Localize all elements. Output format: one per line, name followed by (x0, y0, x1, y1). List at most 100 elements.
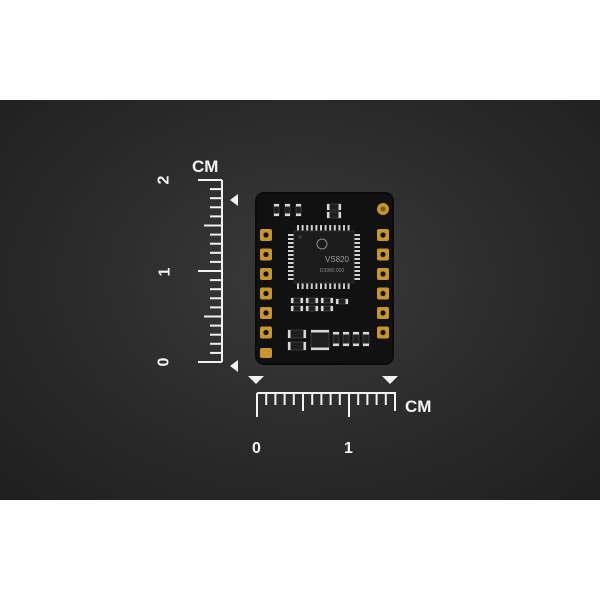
right-marker-triangle (382, 376, 398, 384)
chip-pin (333, 225, 336, 231)
horizontal-ruler-ticks (256, 392, 396, 417)
chip-pin (288, 246, 294, 248)
smd-part (326, 211, 342, 219)
smd-part (320, 297, 334, 304)
chip-pin (347, 225, 350, 231)
chip-marking-line2: D3980.000 (320, 268, 345, 274)
smd-part (290, 305, 304, 312)
pin-hole (380, 329, 386, 336)
smd-part (326, 203, 342, 211)
bottom-marker-triangle (230, 360, 238, 372)
chip-pin (354, 250, 360, 252)
chip-pin (310, 225, 313, 231)
main-chip: VS820 D3980.000 (288, 225, 360, 289)
chip-pin (338, 225, 341, 231)
chip-pin (297, 283, 299, 289)
chip-pin (288, 274, 294, 276)
pin-pad (260, 348, 272, 358)
chip-pin (315, 225, 318, 231)
smd-part (362, 331, 370, 347)
chip-pin (288, 238, 294, 240)
chip-pin (288, 250, 294, 252)
horizontal-ruler-unit: CM (405, 397, 432, 416)
chip-pin (354, 246, 360, 248)
chip-pin (288, 266, 294, 268)
chip-pin (354, 270, 360, 272)
top-marker-triangle (230, 194, 238, 206)
chip-pin (315, 283, 318, 289)
chip-marking-line1: VS820 (325, 255, 350, 264)
smd-part (310, 329, 330, 351)
chip-pin (306, 283, 309, 289)
left-marker-triangle (248, 376, 264, 384)
vertical-ruler-unit: CM (192, 157, 219, 176)
chip-pin (347, 283, 350, 289)
horizontal-ruler-label-0: 0 (252, 440, 261, 457)
chip-pin (343, 283, 345, 289)
horizontal-ruler-label-1: 1 (344, 440, 353, 457)
chip-pin (354, 238, 360, 240)
pin-hole (380, 232, 386, 238)
smd-part (320, 305, 334, 312)
smd-part (287, 341, 307, 351)
smd-part (332, 331, 340, 347)
smd-part (287, 329, 307, 339)
chip-pin (329, 225, 332, 231)
chip-pin (354, 234, 360, 236)
pin-hole (380, 271, 386, 277)
smd-part (335, 298, 349, 305)
chip-pin (329, 283, 332, 289)
chip-pin (354, 274, 360, 276)
smd-components (273, 203, 370, 351)
chip-pin (288, 270, 294, 272)
smd-part (305, 305, 319, 312)
smd-part (305, 297, 319, 304)
chip-pin (338, 283, 341, 289)
chip-pin (354, 242, 360, 244)
chip-pin (288, 242, 294, 244)
pin-hole (263, 232, 269, 238)
pin-hole (380, 290, 386, 297)
pin-hole (263, 329, 269, 336)
chip-pin (354, 266, 360, 268)
smd-part (352, 331, 360, 347)
chip-pin (306, 225, 309, 231)
chip-pin (343, 225, 345, 231)
chip-pin (297, 225, 299, 231)
smd-part (273, 203, 280, 217)
chip-pin (288, 278, 294, 280)
chip-pin (310, 283, 313, 289)
vertical-ruler-label-2: 2 (155, 175, 173, 185)
pin-hole (263, 271, 269, 277)
chip-pin (288, 258, 294, 260)
chip-pin (320, 283, 322, 289)
pin-hole (263, 310, 269, 316)
chip-pin (333, 283, 336, 289)
smd-part (295, 203, 302, 217)
chip-pin (354, 262, 360, 264)
vertical-ruler-label-0: 0 (155, 357, 173, 367)
pin-hole (263, 290, 269, 297)
chip-pin (288, 262, 294, 264)
chip-pin (354, 258, 360, 260)
chip-pin (324, 225, 327, 231)
chip-pin (320, 225, 322, 231)
chip-pin (301, 225, 304, 231)
chip-pin (354, 254, 360, 256)
pin-hole (380, 251, 386, 258)
vertical-ruler-ticks (198, 179, 223, 363)
pin-hole (380, 310, 386, 316)
chip-pin (301, 283, 304, 289)
chip-pin (354, 278, 360, 280)
smd-part (284, 203, 291, 217)
chip-pin (288, 234, 294, 236)
pin-hole (263, 251, 269, 258)
smd-part (342, 331, 350, 347)
left-pin-pads (260, 229, 272, 358)
pcb-board: VS820 D3980.000 (255, 192, 394, 365)
vertical-ruler-label-1: 1 (156, 267, 174, 277)
chip-pin (324, 283, 327, 289)
chip-pin (288, 254, 294, 256)
right-pin-pads (377, 229, 389, 339)
